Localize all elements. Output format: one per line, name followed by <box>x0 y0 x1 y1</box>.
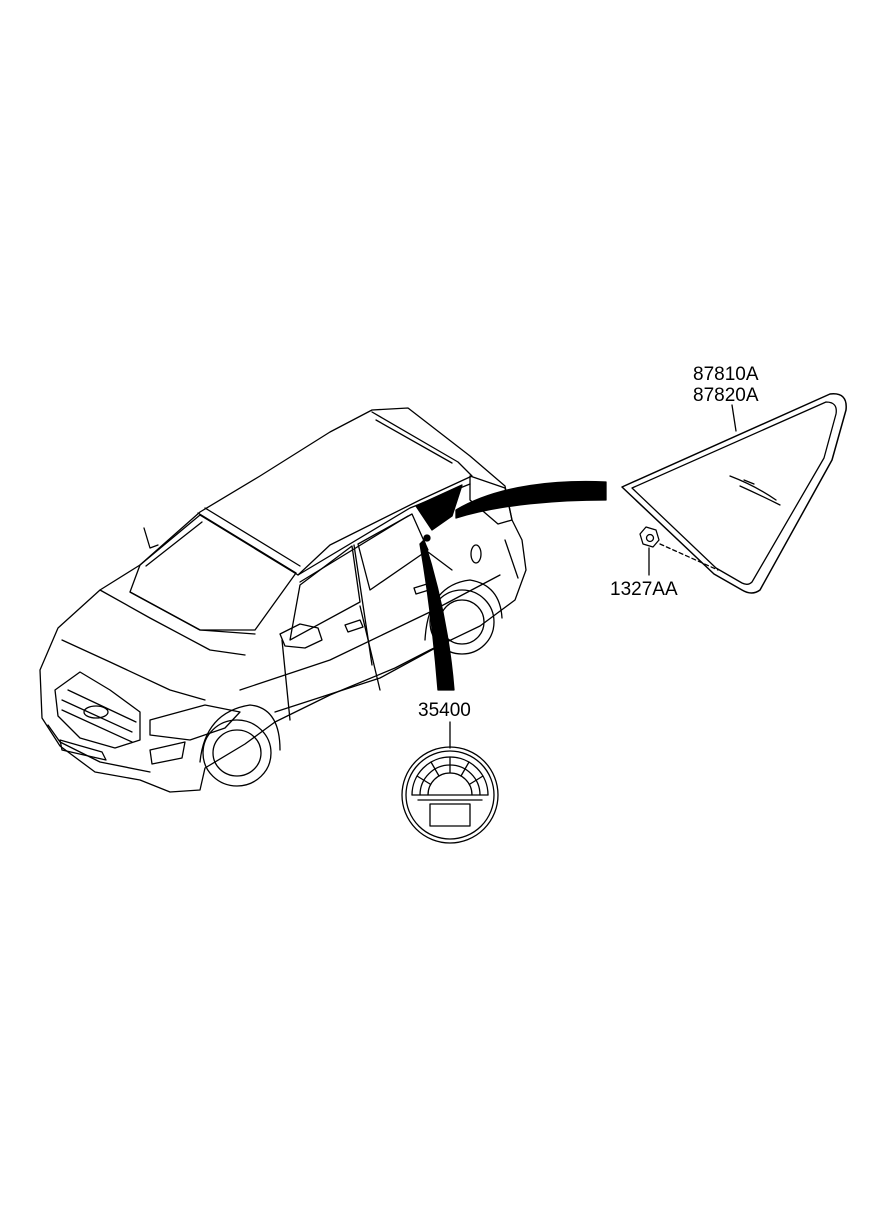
part-label-35400: 35400 <box>418 700 471 721</box>
fastener-part <box>639 526 660 576</box>
part-label-87810a: 87810A <box>693 364 759 385</box>
quarter-glass-part <box>621 393 847 594</box>
callout-arrows <box>419 480 607 691</box>
vehicle-illustration <box>39 407 527 793</box>
part-label-87820a: 87820A <box>693 385 759 406</box>
emblem-part <box>401 721 499 844</box>
part-label-1327aa: 1327AA <box>610 579 678 600</box>
